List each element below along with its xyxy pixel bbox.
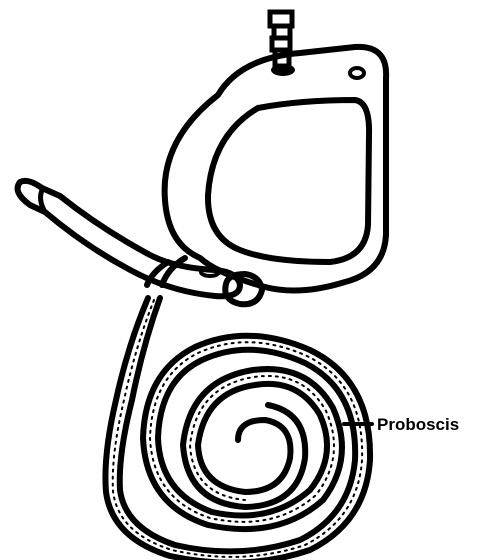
top-pin (270, 12, 295, 76)
head-capsule-inner (208, 100, 369, 262)
capsule-hole (350, 68, 364, 78)
proboscis-label: Proboscis (377, 415, 459, 434)
